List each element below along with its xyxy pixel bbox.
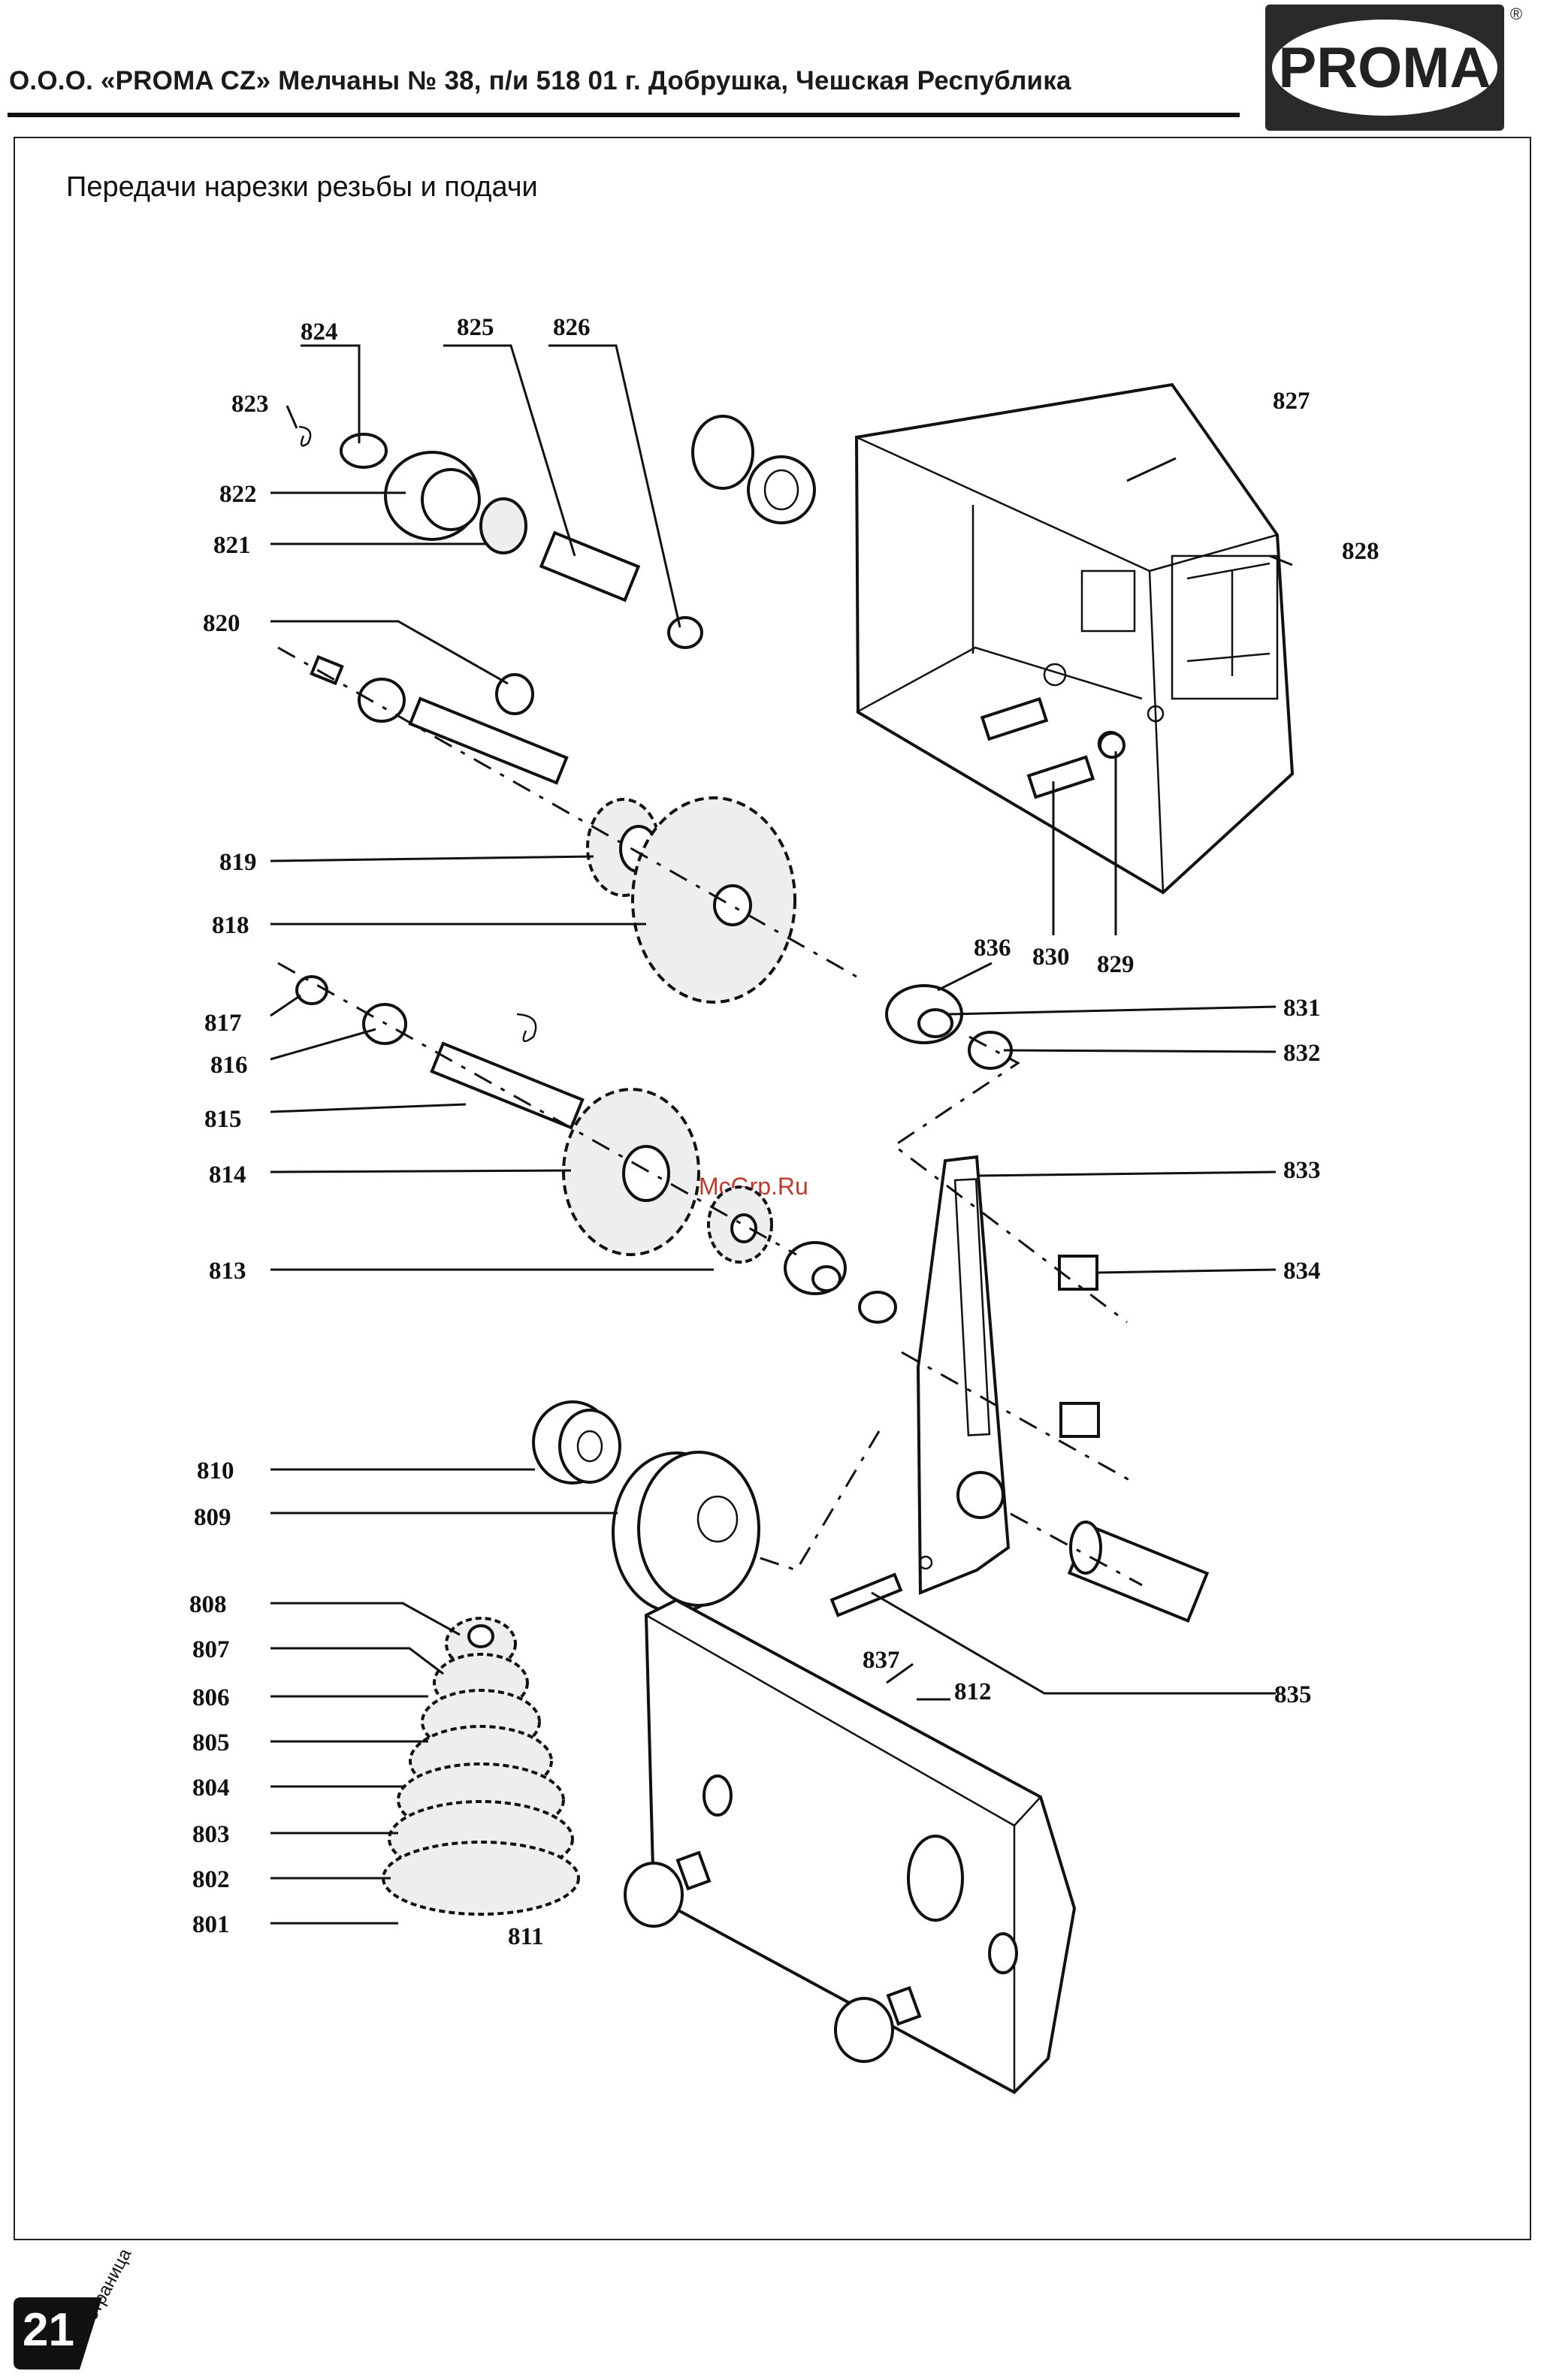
label-824: 824 [301,319,338,346]
label-804: 804 [192,1774,230,1802]
page-number: 21 [23,2303,74,2357]
gear-818 [633,798,795,1002]
shaft-820 [312,657,567,784]
label-821: 821 [213,532,251,559]
label-808: 808 [189,1591,227,1618]
label-809: 809 [194,1504,231,1531]
gear-stack [383,1618,579,1914]
label-823: 823 [231,391,269,418]
label-819: 819 [219,849,257,876]
label-816: 816 [210,1052,248,1079]
gearbox-housing [857,385,1292,892]
label-830: 830 [1032,944,1070,971]
label-833: 833 [1283,1157,1321,1184]
label-811: 811 [508,1923,544,1950]
label-827: 827 [1273,388,1310,415]
label-812: 812 [954,1678,992,1705]
pulley-810 [533,1402,620,1483]
label-807: 807 [192,1636,230,1663]
label-837: 837 [863,1647,900,1674]
label-803: 803 [192,1821,230,1848]
label-820: 820 [203,610,240,637]
label-836: 836 [974,935,1011,962]
gear-814 [564,1089,699,1255]
label-829: 829 [1097,951,1135,978]
label-826: 826 [553,314,591,341]
label-813: 813 [209,1258,246,1285]
label-814: 814 [209,1161,246,1188]
label-805: 805 [192,1729,230,1756]
label-818: 818 [212,912,249,939]
label-802: 802 [192,1866,230,1893]
label-806: 806 [192,1684,230,1711]
label-825: 825 [457,314,494,341]
pulley-809 [613,1452,759,1612]
label-801: 801 [192,1911,230,1938]
label-810: 810 [197,1457,234,1484]
block-834 [1059,1256,1098,1436]
mounting-plate-812 [625,1600,1074,2092]
upper-shaft-assembly [299,416,814,648]
shaft-stub [1069,1522,1207,1620]
label-817: 817 [204,1010,242,1037]
gear-813 [709,1187,772,1262]
label-835: 835 [1274,1681,1312,1708]
label-815: 815 [204,1106,242,1133]
label-822: 822 [219,481,257,508]
label-832: 832 [1283,1040,1321,1067]
label-834: 834 [1283,1258,1321,1285]
bolt-835 [832,1575,901,1615]
label-831: 831 [1283,995,1321,1022]
label-828: 828 [1342,538,1379,565]
